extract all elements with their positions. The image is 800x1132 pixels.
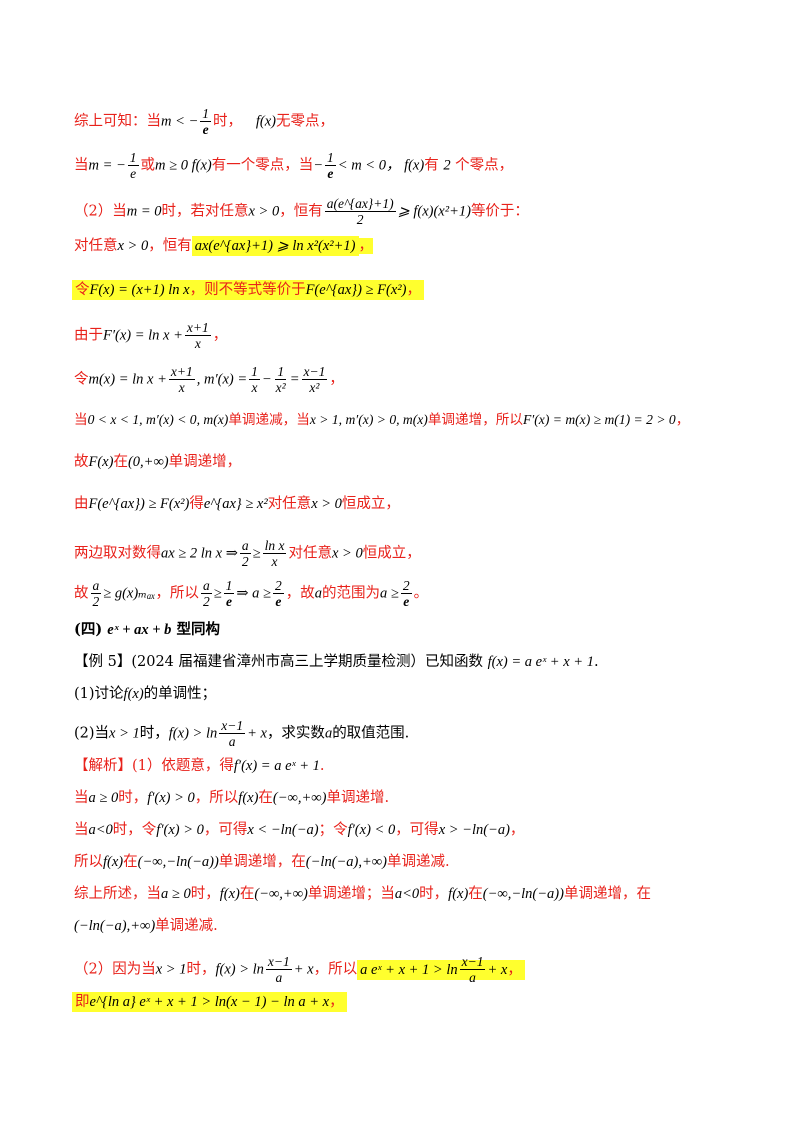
question-1: (1)讨论f(x)的单调性； bbox=[74, 686, 217, 702]
example-line: 【例 5】(2024 届福建省漳州市高三上学期质量检测）已知函数 f(x) = … bbox=[74, 654, 599, 670]
math: f(x) bbox=[255, 113, 276, 130]
math: m < − bbox=[161, 113, 199, 130]
inequality-line: 由F(e^{ax}) ≥ F(x²)得e^{ax} ≥ x²对任意x > 0恒成… bbox=[74, 496, 400, 512]
monotonicity-line: 当0 < x < 1, m′(x) < 0, m(x)单调递减，当x > 1, … bbox=[74, 412, 690, 428]
fraction: a(e^{ax}+1)2 bbox=[324, 196, 396, 227]
solution-line-4: 所以f(x)在(−∞,−ln(−a))单调递增，在(−ln(−a),+∞)单调递… bbox=[74, 854, 450, 870]
section-heading: (四) eˣ + ax + b 型同构 bbox=[74, 621, 220, 638]
solution-line-3: 当a<0时，令f′(x) > 0，可得x < −ln(−a)；令f′(x) < … bbox=[74, 822, 525, 838]
solution-summary: 综上所述，当a ≥ 0时，f(x)在(−∞,+∞)单调递增；当a<0时，f(x)… bbox=[74, 886, 651, 902]
highlighted-formula: ax(e^{ax}+1) ⩾ ln x²(x²+1) bbox=[191, 236, 359, 256]
example-label: 【例 5】 bbox=[74, 654, 132, 670]
substitution-line: 令F(x) = (x+1) ln x，则不等式等价于F(e^{ax}) ≥ F(… bbox=[72, 280, 424, 300]
text: 无零点， bbox=[276, 113, 334, 130]
text: 时， bbox=[213, 113, 243, 130]
solution-start: 【解析】(1）依题意，得f′(x) = a eˣ + 1. bbox=[74, 758, 325, 774]
solution-line-2: 当a ≥ 0时，f′(x) > 0，所以f(x)在(−∞,+∞)单调递增. bbox=[74, 790, 390, 806]
solution-label: 【解析】 bbox=[74, 758, 132, 774]
highlighted-block: 即e^{ln a} eˣ + x + 1 > ln(x − 1) − ln a … bbox=[72, 992, 347, 1012]
rewrite-line: 即e^{ln a} eˣ + x + 1 > ln(x − 1) − ln a … bbox=[72, 992, 347, 1012]
text: 综上可知：当 bbox=[74, 113, 161, 130]
solution-summary-cont: (−ln(−a),+∞)单调递减. bbox=[74, 918, 218, 934]
increasing-line: 故F(x)在(0,+∞)单调递增， bbox=[74, 454, 242, 470]
highlighted-block: 令F(x) = (x+1) ln x，则不等式等价于F(e^{ax}) ≥ F(… bbox=[72, 280, 424, 300]
